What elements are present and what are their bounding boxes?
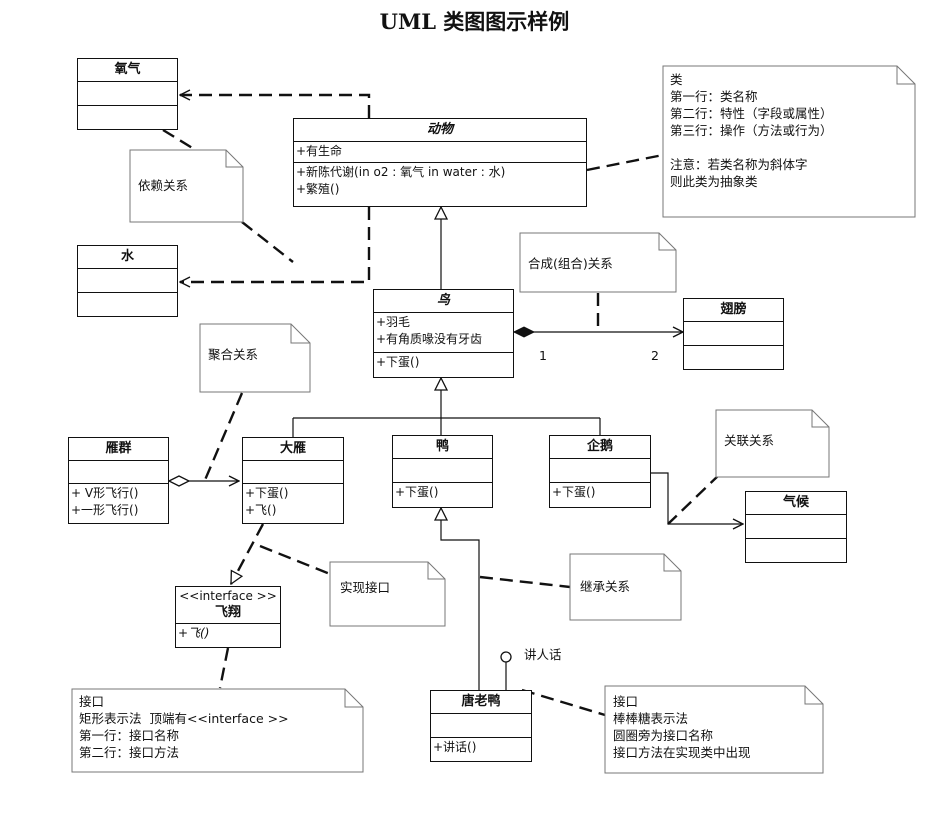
class-operations: +下蛋() (374, 353, 513, 372)
class-duck: 鸭 +下蛋() (392, 435, 493, 508)
operation: +飞() (245, 503, 277, 517)
class-name: 鸟 (374, 290, 513, 313)
association-edge (651, 472, 743, 524)
note-class-explanation: 类 第一行：类名称 第二行：特性（字段或属性） 第三行：操作（方法或行为） 注意… (663, 66, 915, 217)
note-text: 合成(组合)关系 (528, 256, 613, 271)
lollipop-interface (500, 651, 512, 690)
class-attributes (431, 714, 531, 738)
class-operations: + V形飞行() +一形飞行() (69, 484, 168, 520)
note-shapes (71, 65, 916, 774)
class-animal: 动物 +有生命 +新陈代谢(in o2 : 氧气 in water : 水) +… (293, 118, 587, 207)
attribute: +羽毛 (376, 315, 411, 329)
interface-fly: <<interface >> 飞翔 +飞() (175, 586, 281, 648)
class-name: 翅膀 (684, 299, 783, 322)
note-association: 关联关系 (716, 410, 829, 477)
class-attributes (69, 461, 168, 484)
operation: +下蛋() (376, 355, 420, 369)
class-climate: 气候 (745, 491, 847, 563)
class-operations: +下蛋() (393, 483, 492, 502)
interface-operations: +飞() (176, 624, 280, 643)
note-text: 接口 矩形表示法 顶端有<<interface >> 第一行：接口名称 第二行：… (79, 694, 289, 760)
operation: +下蛋() (395, 485, 439, 499)
class-penguin: 企鹅 +下蛋() (549, 435, 651, 508)
class-oxygen: 氧气 (77, 58, 178, 130)
lollipop-interface-name: 讲人话 (524, 647, 562, 662)
class-name: 企鹅 (550, 436, 650, 459)
class-attributes (243, 461, 343, 484)
class-wing: 翅膀 (683, 298, 784, 370)
class-operations: +讲话() (431, 738, 531, 757)
class-operations: +下蛋() +飞() (243, 484, 343, 520)
note-composition: 合成(组合)关系 (520, 233, 676, 292)
operation: +一形飞行() (71, 503, 139, 517)
operation: +讲话() (433, 740, 477, 754)
note-text: 关联关系 (724, 433, 775, 448)
operation: +飞() (178, 626, 210, 640)
inheritance-edge-donald-duck (441, 508, 480, 690)
note-aggregation: 聚合关系 (200, 324, 310, 392)
class-operations (746, 539, 846, 563)
aggregation-edge (167, 475, 239, 487)
composition-edge (512, 327, 683, 337)
note-text: 类 第一行：类名称 第二行：特性（字段或属性） 第三行：操作（方法或行为） 注意… (670, 72, 833, 189)
operation: +下蛋() (245, 486, 289, 500)
class-donald-duck: 唐老鸭 +讲话() (430, 690, 532, 762)
class-name: 动物 (294, 119, 586, 142)
class-name: 雁群 (69, 438, 168, 461)
note-interface-lollipop: 接口 棒棒糖表示法 圆圈旁为接口名称 接口方法在实现类中出现 (605, 686, 823, 773)
operation: +下蛋() (552, 485, 596, 499)
realization-edge (229, 523, 265, 584)
note-text: 继承关系 (580, 579, 631, 594)
class-attributes (78, 82, 177, 106)
class-operations: +下蛋() (550, 483, 650, 502)
class-attributes (746, 515, 846, 539)
class-name: 水 (78, 246, 177, 269)
note-inheritance: 继承关系 (570, 554, 681, 620)
operation: +新陈代谢(in o2 : 氧气 in water : 水) (296, 165, 506, 179)
class-operations (78, 293, 177, 317)
class-name: 唐老鸭 (431, 691, 531, 714)
note-interface-rectangle: 接口 矩形表示法 顶端有<<interface >> 第一行：接口名称 第二行：… (72, 689, 363, 772)
class-operations (684, 346, 783, 370)
class-attributes (393, 459, 492, 483)
class-attributes (78, 269, 177, 293)
class-operations: +新陈代谢(in o2 : 氧气 in water : 水) +繁殖() (294, 163, 586, 199)
inheritance-tree-bird (292, 378, 601, 437)
operation: + V形飞行() (71, 486, 139, 500)
class-operations (78, 106, 177, 130)
class-attributes: +有生命 (294, 142, 586, 163)
class-wild-goose: 大雁 +下蛋() +飞() (242, 437, 344, 524)
class-name: 大雁 (243, 438, 343, 461)
dependency-edge-oxygen (180, 95, 371, 118)
dependency-edge-water (180, 207, 371, 282)
multiplicity-wing: 2 (651, 348, 659, 363)
class-name: 氧气 (78, 59, 177, 82)
class-attributes (550, 459, 650, 483)
note-text: 实现接口 (340, 580, 391, 595)
diagram-title: UML 类图图示样例 (379, 9, 570, 34)
note-realization: 实现接口 (330, 562, 445, 626)
interface-stereotype: <<interface >> (179, 589, 277, 603)
operation: +繁殖() (296, 182, 340, 196)
note-text: 接口 棒棒糖表示法 圆圈旁为接口名称 接口方法在实现类中出现 (613, 694, 751, 760)
note-dependency: 依赖关系 (130, 150, 243, 222)
note-text: 依赖关系 (138, 178, 189, 193)
class-water: 水 (77, 245, 178, 317)
attribute: +有角质喙没有牙齿 (376, 332, 483, 346)
class-attributes: +羽毛 +有角质喙没有牙齿 (374, 313, 513, 353)
class-name: 鸭 (393, 436, 492, 459)
attribute: +有生命 (296, 144, 343, 158)
class-name: 气候 (746, 492, 846, 515)
class-bird: 鸟 +羽毛 +有角质喙没有牙齿 +下蛋() (373, 289, 514, 378)
class-attributes (684, 322, 783, 346)
multiplicity-wing-owner: 1 (539, 348, 547, 363)
note-text: 聚合关系 (208, 347, 259, 362)
class-geese-flock: 雁群 + V形飞行() +一形飞行() (68, 437, 169, 524)
class-name: 飞翔 (176, 604, 280, 624)
